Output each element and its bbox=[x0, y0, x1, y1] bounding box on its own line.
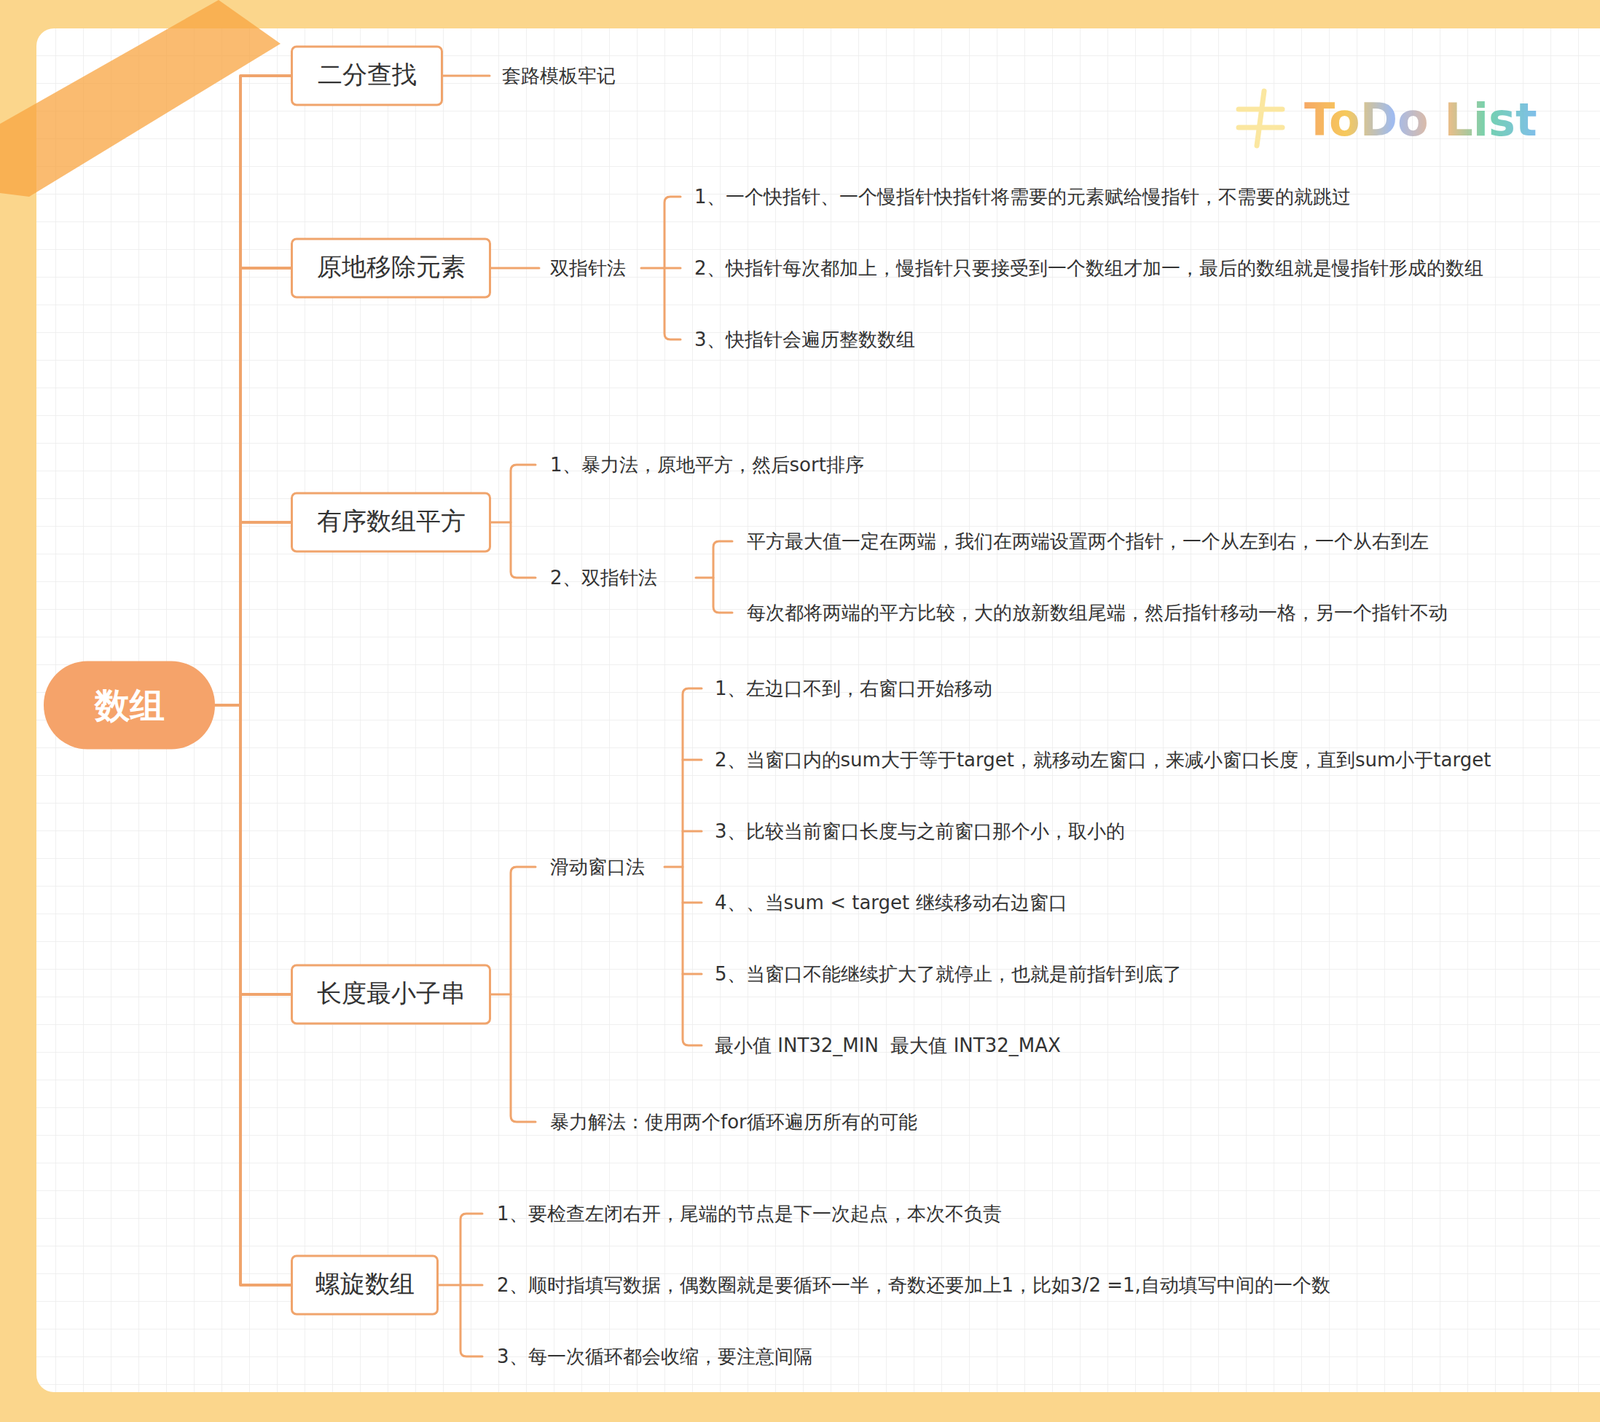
topic-text: 二分查找 bbox=[317, 59, 417, 89]
topic-text: 原地移除元素 bbox=[316, 252, 466, 282]
branch-connector bbox=[214, 75, 291, 706]
note-text: 2、快指针每次都加上，慢指针只要接受到一个数组才加一，最后的数组就是慢指针形成的… bbox=[694, 256, 1484, 281]
root-pill: 数组 bbox=[43, 661, 215, 750]
note-text: 2、双指针法 bbox=[550, 566, 658, 591]
topic-box: 长度最小子串 bbox=[290, 964, 492, 1026]
topic-box: 二分查找 bbox=[290, 45, 443, 107]
topic-box: 螺旋数组 bbox=[290, 1255, 439, 1316]
note-text: 套路模板牢记 bbox=[502, 64, 616, 89]
topic-box: 有序数组平方 bbox=[290, 492, 492, 554]
note-text: 5、当窗口不能继续扩大了就停止，也就是前指针到底了 bbox=[714, 962, 1182, 987]
note-text: 平方最大值一定在两端，我们在两端设置两个指针，一个从左到右，一个从右到左 bbox=[746, 529, 1429, 554]
branch-connector bbox=[214, 705, 291, 995]
note-text: 每次都将两端的平方比较，大的放新数组尾端，然后指针移动一格，另一个指针不动 bbox=[746, 601, 1448, 626]
topic-text: 长度最小子串 bbox=[316, 978, 466, 1008]
note-text: 1、左边口不到，右窗口开始移动 bbox=[714, 676, 993, 701]
washi-tape bbox=[0, 0, 281, 197]
note-text: 暴力解法：使用两个for循环遍历所有的可能 bbox=[550, 1110, 918, 1135]
note-text: 2、顺时指填写数据，偶数圈就是要循环一半，奇数还要加上1，比如3/2 =1,自动… bbox=[496, 1273, 1331, 1298]
note-text: 2、当窗口内的sum大于等于target，就移动左窗口，来减小窗口长度，直到su… bbox=[714, 748, 1491, 773]
watermark: ToDo List bbox=[1304, 93, 1538, 147]
note-text: 3、比较当前窗口长度与之前窗口那个小，取小的 bbox=[714, 819, 1125, 844]
note-text: 3、每一次循环都会收缩，要注意间隔 bbox=[496, 1344, 813, 1370]
note-text: 双指针法 bbox=[550, 256, 626, 281]
branch-connector bbox=[214, 705, 291, 1286]
branch-connector bbox=[214, 522, 291, 706]
note-text: 滑动窗口法 bbox=[550, 855, 645, 880]
paper-panel bbox=[36, 28, 1600, 1393]
topic-text: 有序数组平方 bbox=[316, 506, 466, 536]
note-text: 3、快指针会遍历整数数组 bbox=[694, 327, 916, 352]
topic-text: 螺旋数组 bbox=[315, 1269, 415, 1299]
note-text: 4、、当sum < target 继续移动右边窗口 bbox=[714, 891, 1068, 916]
topic-text: 数组 bbox=[94, 681, 165, 729]
note-text: 1、要检查左闭右开，尾端的节点是下一次起点，本次不负责 bbox=[496, 1202, 1002, 1227]
note-text: 1、暴力法，原地平方，然后sort排序 bbox=[550, 453, 865, 478]
todo-decoration bbox=[1238, 91, 1283, 146]
topic-box: 原地移除元素 bbox=[290, 238, 492, 299]
branch-connector bbox=[214, 268, 291, 706]
note-text: 1、一个快指针、一个慢指针快指针将需要的元素赋给慢指针，不需要的就跳过 bbox=[694, 185, 1351, 210]
note-text: 最小值 INT32_MIN 最大值 INT32_MAX bbox=[714, 1033, 1061, 1058]
grid-pattern bbox=[36, 28, 1600, 1393]
